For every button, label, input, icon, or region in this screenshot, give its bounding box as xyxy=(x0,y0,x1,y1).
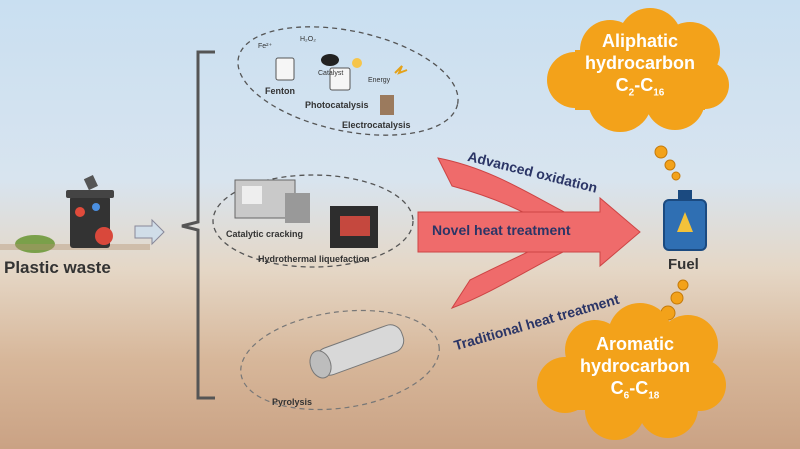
annotation-label: Catalyst xyxy=(318,70,344,77)
grass-icon xyxy=(15,235,55,253)
method-label: Fenton xyxy=(265,86,295,96)
aliphatic-cloud xyxy=(547,8,729,132)
small-arrow-icon xyxy=(134,218,165,246)
novel-heat-label: Novel heat treatment xyxy=(432,222,571,238)
catalyst-icon xyxy=(321,54,339,66)
fuel-bubble-icon xyxy=(670,291,684,305)
fuel-bubble-icon xyxy=(671,171,681,181)
output-formula: C2-C16 xyxy=(615,75,665,99)
fuel-bubble-icon xyxy=(677,279,689,291)
method-label: Hydrothermal liquefaction xyxy=(258,254,370,264)
method-label: Pyrolysis xyxy=(272,397,313,407)
aromatic-hydrocarbon-text: Aromatic hydrocarbon C6-C18 xyxy=(560,333,710,408)
plastic-waste-label: Plastic waste xyxy=(4,258,111,277)
bracket-brace xyxy=(181,50,215,400)
cracking-reactor-icon xyxy=(234,179,310,223)
electrode-icon xyxy=(380,95,394,115)
novel-heat-arrow xyxy=(417,196,641,268)
traditional-heat-ellipse xyxy=(240,309,440,411)
output-line2: hydrocarbon xyxy=(579,356,690,376)
fuel-bubble-icon xyxy=(654,145,668,159)
sun-icon xyxy=(352,58,362,68)
reactor-vessel-icon xyxy=(329,67,351,91)
novel-heat-ellipse xyxy=(212,174,414,268)
fuel-label: Fuel xyxy=(668,256,699,273)
method-label: Electrocatalysis xyxy=(342,120,411,130)
annotation-label: Fe²⁺ xyxy=(258,43,273,50)
energy-bolt-icon xyxy=(394,65,408,75)
pyrolysis-tube-icon xyxy=(309,324,405,379)
method-label: Catalytic cracking xyxy=(226,229,304,239)
output-line2: hydrocarbon xyxy=(584,53,695,73)
output-line1: Aromatic xyxy=(595,334,675,354)
advanced-oxidation-ellipse xyxy=(237,26,459,136)
output-formula: C6-C18 xyxy=(610,378,660,402)
aliphatic-hydrocarbon-text: Aliphatic hydrocarbon C2-C16 xyxy=(570,30,710,105)
method-label: Photocatalysis xyxy=(305,100,369,110)
output-line1: Aliphatic xyxy=(601,31,678,51)
hydrothermal-furnace-icon xyxy=(330,206,378,248)
fuel-canister-icon xyxy=(663,190,707,251)
annotation-label: H₂O₂ xyxy=(300,36,316,43)
fuel-bubble-icon xyxy=(664,159,676,171)
beaker-icon xyxy=(275,57,295,81)
trash-bin-icon xyxy=(66,175,114,248)
aromatic-cloud xyxy=(537,303,726,440)
annotation-label: Energy xyxy=(368,77,391,84)
